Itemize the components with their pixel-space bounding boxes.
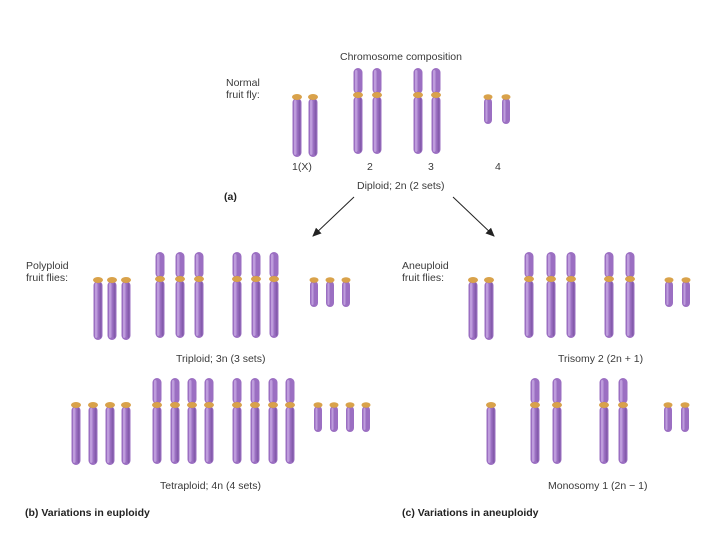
chromosome-label-2: 2 bbox=[367, 161, 373, 173]
chromosome-trisomy-3-0 bbox=[604, 252, 614, 338]
chromosome-tetraploid-1-3 bbox=[121, 402, 131, 465]
chromosome-trisomy-2-1 bbox=[546, 252, 556, 338]
chromosome-monosomy-3-0 bbox=[599, 378, 609, 464]
chromosome-tetraploid-4-2 bbox=[345, 402, 355, 432]
chromosome-tetraploid-2-1 bbox=[170, 378, 180, 464]
panel-a-label: (a) bbox=[224, 191, 237, 203]
monosomy-caption: Monosomy 1 (2n − 1) bbox=[548, 480, 648, 492]
chromosome-a-1-0 bbox=[292, 94, 302, 157]
chromosome-triploid-3-2 bbox=[269, 252, 279, 338]
chromosome-tetraploid-2-0 bbox=[152, 378, 162, 464]
chromosome-tetraploid-2-3 bbox=[204, 378, 214, 464]
chromosome-label-4: 4 bbox=[495, 161, 501, 173]
chromosome-trisomy-2-0 bbox=[524, 252, 534, 338]
panel-b-label: (b) Variations in euploidy bbox=[25, 507, 150, 519]
chromosome-tetraploid-3-3 bbox=[285, 378, 295, 464]
chromosome-triploid-1-0 bbox=[93, 277, 103, 340]
tetraploid-caption: Tetraploid; 4n (4 sets) bbox=[160, 480, 261, 492]
triploid-caption: Triploid; 3n (3 sets) bbox=[176, 353, 266, 365]
chromosome-monosomy-2-1 bbox=[552, 378, 562, 464]
chromosome-monosomy-4-1 bbox=[680, 402, 690, 432]
chromosome-triploid-4-1 bbox=[325, 277, 335, 307]
chromosome-monosomy-3-1 bbox=[618, 378, 628, 464]
chromosome-monosomy-4-0 bbox=[663, 402, 673, 432]
chromosome-monosomy-1-0 bbox=[486, 402, 496, 465]
chromosome-triploid-1-2 bbox=[121, 277, 131, 340]
chromosome-tetraploid-1-2 bbox=[105, 402, 115, 465]
chromosome-tetraploid-4-0 bbox=[313, 402, 323, 432]
chromosome-tetraploid-1-0 bbox=[71, 402, 81, 465]
chromosome-label-3: 3 bbox=[428, 161, 434, 173]
chromosome-triploid-3-1 bbox=[251, 252, 261, 338]
chromosome-triploid-3-0 bbox=[232, 252, 242, 338]
chromosome-group bbox=[71, 68, 691, 465]
aneuploid-fly-label: Aneuploid fruit flies: bbox=[402, 260, 449, 284]
chromosome-tetraploid-2-2 bbox=[187, 378, 197, 464]
polyploid-fly-label: Polyploid fruit flies: bbox=[26, 260, 69, 284]
chromosome-trisomy-2-2 bbox=[566, 252, 576, 338]
chromosome-label-1: 1(X) bbox=[292, 161, 312, 173]
chromosome-a-3-0 bbox=[413, 68, 423, 154]
chromosome-trisomy-3-1 bbox=[625, 252, 635, 338]
chromosome-a-1-1 bbox=[308, 94, 318, 157]
figure-title: Chromosome composition bbox=[340, 51, 462, 63]
chromosome-triploid-2-0 bbox=[155, 252, 165, 338]
chromosome-triploid-4-2 bbox=[341, 277, 351, 307]
normal-fly-label: Normal fruit fly: bbox=[226, 77, 260, 101]
chromosome-tetraploid-4-1 bbox=[329, 402, 339, 432]
arrow-to-aneuploid bbox=[452, 196, 495, 237]
chromosome-trisomy-4-1 bbox=[681, 277, 691, 307]
chromosome-tetraploid-4-3 bbox=[361, 402, 371, 432]
chromosome-triploid-2-2 bbox=[194, 252, 204, 338]
chromosome-a-4-1 bbox=[501, 94, 511, 124]
chromosome-trisomy-1-1 bbox=[484, 277, 494, 340]
chromosome-a-4-0 bbox=[483, 94, 493, 124]
chromosome-tetraploid-1-1 bbox=[88, 402, 98, 465]
chromosome-trisomy-4-0 bbox=[664, 277, 674, 307]
panel-c-label: (c) Variations in aneuploidy bbox=[402, 507, 539, 519]
chromosome-triploid-4-0 bbox=[309, 277, 319, 307]
chromosome-trisomy-1-0 bbox=[468, 277, 478, 340]
chromosome-a-2-1 bbox=[372, 68, 382, 154]
chromosome-monosomy-2-0 bbox=[530, 378, 540, 464]
trisomy-caption: Trisomy 2 (2n + 1) bbox=[558, 353, 644, 365]
chromosome-tetraploid-3-0 bbox=[232, 378, 242, 464]
chromosome-a-2-0 bbox=[353, 68, 363, 154]
chromosome-tetraploid-3-1 bbox=[250, 378, 260, 464]
diploid-caption: Diploid; 2n (2 sets) bbox=[357, 180, 445, 192]
chromosome-tetraploid-3-2 bbox=[268, 378, 278, 464]
chromosome-a-3-1 bbox=[431, 68, 441, 154]
chromosome-triploid-1-1 bbox=[107, 277, 117, 340]
chromosome-triploid-2-1 bbox=[175, 252, 185, 338]
arrow-to-polyploid bbox=[312, 196, 355, 237]
